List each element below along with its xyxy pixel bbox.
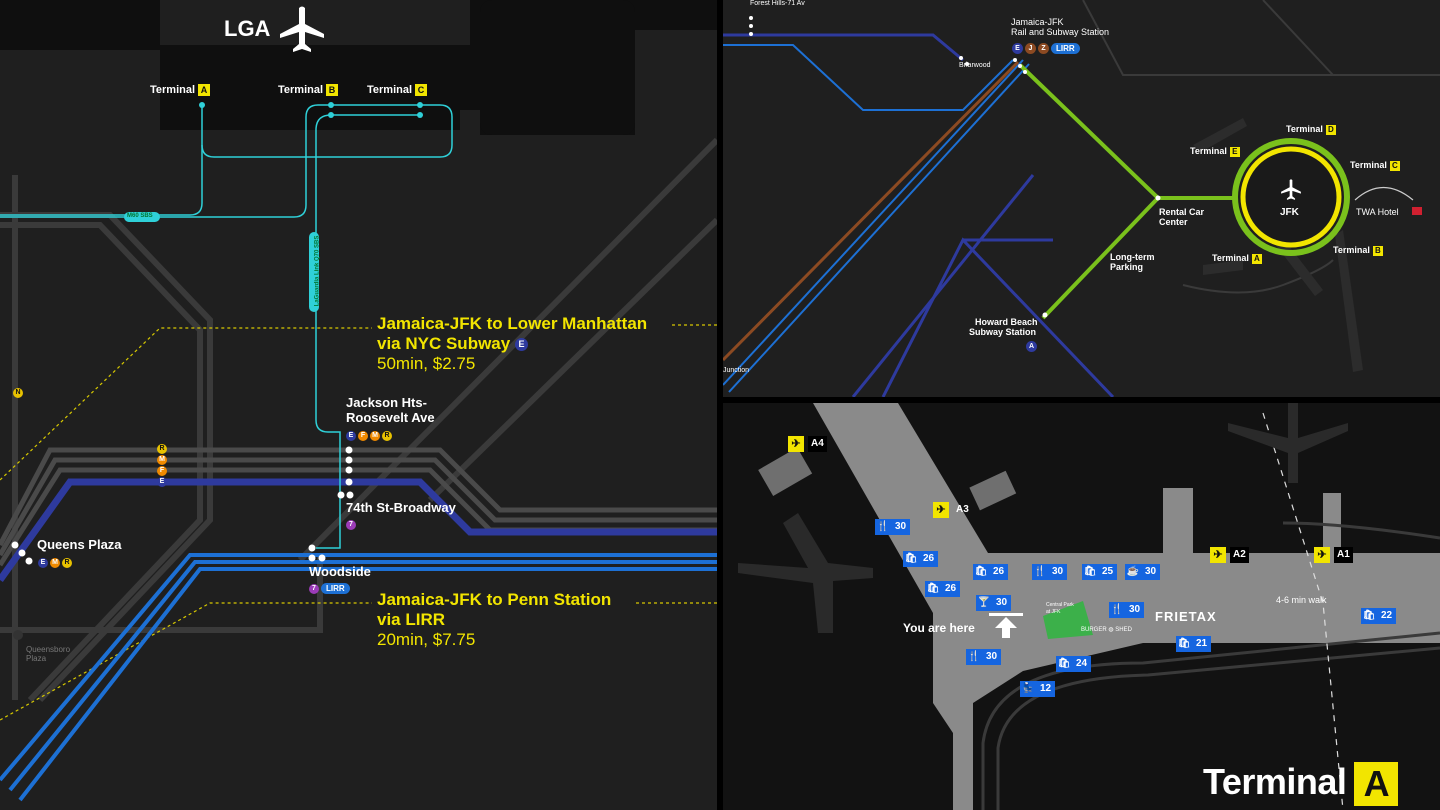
frietax-label: FRIETAX (1155, 609, 1217, 624)
route1-detail: 50min, $2.75 (377, 354, 476, 373)
longterm-l1: Long-term (1110, 252, 1155, 262)
m60-bus-label: M60 SBS (127, 213, 153, 219)
jamaica-l2: Rail and Subway Station (1011, 27, 1110, 37)
queensboro-station (13, 630, 23, 640)
howard-beach-l1: Howard Beach (975, 317, 1038, 327)
amenity-shop-26a: 🛍26 (903, 551, 939, 567)
amenity-seating-12: 💺12 (1020, 681, 1056, 697)
airtrain-loop-outer (1232, 138, 1350, 256)
terminal-letter-badge: A (1354, 762, 1399, 807)
airtrain-lines (1018, 63, 1238, 320)
st74-label: 74th St-Broadway (346, 500, 456, 515)
amenity-dining-30c: 🍴30 (1109, 602, 1145, 618)
amenity-shop-21: 🛍21 (1176, 636, 1212, 652)
e-line (0, 478, 717, 583)
lirr-lines (723, 44, 1030, 393)
route2-title: Jamaica-JFK to Penn Station (377, 590, 612, 609)
jfk-label: JFK (1280, 207, 1299, 218)
amenity-shop-24: 🛍24 (1056, 656, 1092, 672)
airplane-icon (280, 6, 324, 52)
route1-title: Jamaica-JFK to Lower Manhattan (377, 314, 648, 333)
lga-runway-block (480, 0, 635, 135)
burger-shed-label: BURGER ◍ SHED (1081, 627, 1132, 633)
side-line-bullet: N (13, 384, 25, 402)
amenity-shop-22: 🛍22 (1361, 608, 1397, 624)
central-park-l2: at JFK (1046, 609, 1061, 615)
bus-stops (199, 102, 423, 118)
amenity-shop-25: 🛍25 (1082, 564, 1118, 580)
walk-time-label: 4-6 min walk (1276, 595, 1327, 605)
aircraft-silhouettes (738, 403, 1348, 633)
amenity-bar-30: 🍸30 (976, 595, 1012, 611)
amenity-dining-30a: 🍴30 (875, 519, 911, 535)
subway-lines (723, 33, 1115, 397)
floor-map-graphics (738, 403, 1440, 810)
route-guides (0, 324, 717, 721)
route1-via: via NYC Subway E (377, 334, 530, 354)
st74-line: 7 (346, 516, 358, 534)
forest-hills-label: Forest Hills-71 Av (750, 0, 805, 7)
bus-routes (0, 104, 453, 549)
gate-a3: ✈A3 (933, 502, 972, 518)
jackson-hts-l1: Jackson Hts- (346, 395, 427, 410)
twa-hotel-label: TWA Hotel (1356, 207, 1399, 217)
woodside-label: Woodside (309, 564, 371, 579)
lga-map-graphics (0, 0, 717, 802)
q70-bus-label: LaGuardia Link Q70 SBS (314, 235, 321, 307)
jamaica-l1: Jamaica-JFK (1011, 17, 1064, 27)
briarwood-label: Briarwood (959, 62, 991, 69)
terminal-a-floor-map: ✈A4 ✈A3 ✈A2 ✈A1 🍴30 🛍26 🛍26 🛍26 🍴30 🛍25 … (723, 403, 1440, 810)
rental-car-l1: Rental Car (1159, 207, 1205, 217)
jackson-hts-l2: Roosevelt Ave (346, 410, 435, 425)
queens-plaza-label: Queens Plaza (37, 537, 122, 552)
lirr-lines (0, 553, 717, 802)
longterm-l2: Parking (1110, 262, 1144, 272)
amenity-dining-30b: 🍴30 (1032, 564, 1068, 580)
subway-stations (11, 446, 354, 565)
jfk-map-graphics (723, 0, 1440, 397)
jfk-airplane-icon (1281, 179, 1301, 200)
junction-label: Junction (723, 367, 750, 374)
amenity-shop-26b: 🛍26 (925, 581, 961, 597)
stations (749, 16, 1161, 318)
rental-car-l2: Center (1159, 217, 1188, 227)
gate-a1: ✈A1 (1314, 547, 1353, 563)
twa-hotel-icon (1354, 187, 1414, 201)
amenity-coffee-30: ☕30 (1125, 564, 1161, 580)
amenity-shop-26c: 🛍26 (973, 564, 1009, 580)
you-are-here-label: You are here (903, 621, 975, 635)
you-are-here-arrow (989, 613, 1023, 638)
jz-line (723, 60, 1020, 362)
route2-detail: 20min, $7.75 (377, 630, 476, 649)
queensboro-l1: Queensboro (26, 645, 71, 654)
trunk-line-bullets: R M F E (157, 444, 169, 487)
queensboro-l2: Plaza (26, 654, 47, 663)
gate-a4: ✈A4 (788, 436, 827, 452)
central-park-l1: Central Park (1046, 602, 1074, 608)
central-park-area (1043, 601, 1093, 639)
gate-a2: ✈A2 (1210, 547, 1249, 563)
amenity-dining-30d: 🍴30 (966, 649, 1002, 665)
howard-beach-l2: Subway Station (969, 327, 1037, 337)
roads (1082, 0, 1440, 294)
route2-via: via LIRR (377, 610, 446, 629)
lga-label: LGA (224, 16, 271, 41)
howard-beach-line: A (1026, 338, 1039, 356)
jfk-airtrain-map: Forest Hills-71 Av Jamaica-JFK Rail and … (723, 0, 1440, 397)
